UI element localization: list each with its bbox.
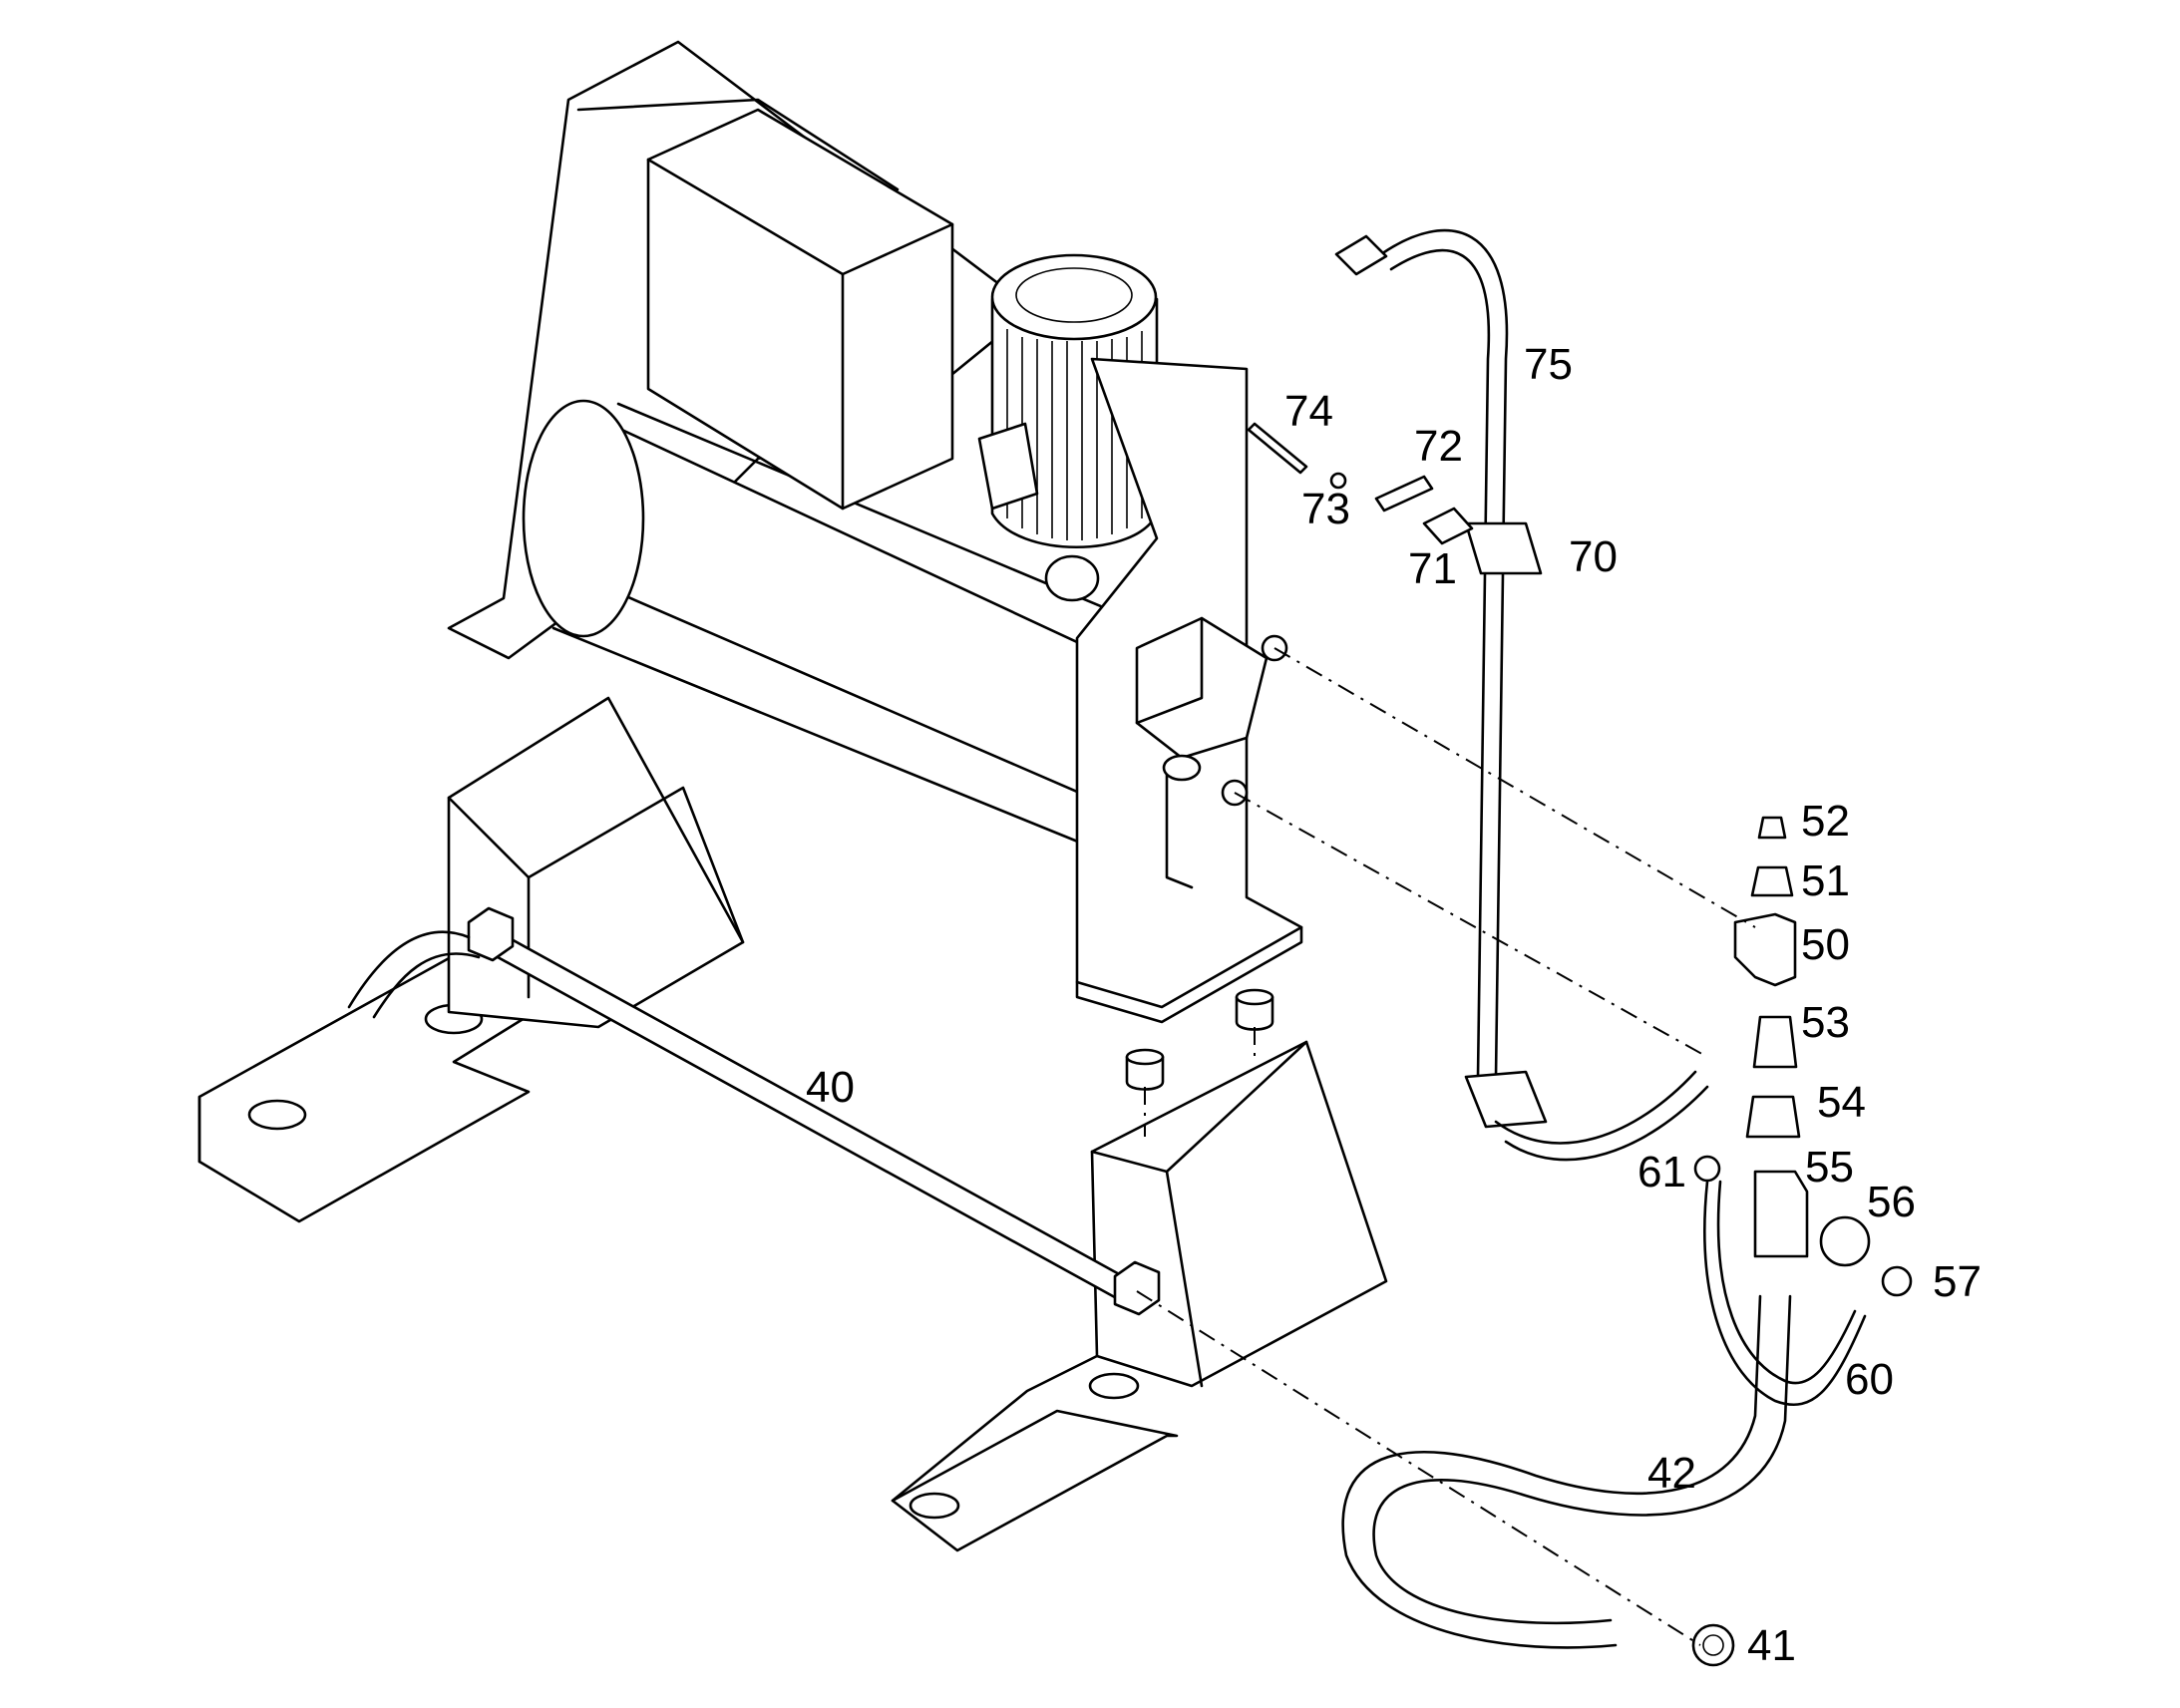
right-base-frame	[891, 1040, 1388, 1552]
callout-71: 71	[1408, 544, 1457, 593]
callout-50: 50	[1801, 920, 1850, 969]
callout-56: 56	[1867, 1178, 1916, 1226]
callout-61: 61	[1637, 1148, 1686, 1196]
callout-74: 74	[1284, 387, 1333, 436]
callout-75: 75	[1524, 340, 1573, 389]
fitting-stack	[1693, 816, 1913, 1297]
callout-73: 73	[1301, 485, 1350, 533]
return-line-75	[1334, 228, 1709, 1162]
pipe-40	[347, 906, 1161, 1316]
callout-70: 70	[1569, 532, 1618, 581]
callout-72: 72	[1414, 422, 1463, 471]
callout-53: 53	[1801, 998, 1850, 1047]
valve-mounting-bracket	[1075, 357, 1303, 1091]
left-base-frame	[197, 696, 745, 1223]
callout-labels: 75 74 72 73 71 70 52 51 50 53 54 55 61 5…	[806, 340, 1982, 1670]
callout-52: 52	[1801, 797, 1850, 846]
clamp-41	[1691, 1623, 1735, 1667]
callout-57: 57	[1933, 1257, 1982, 1306]
callout-55: 55	[1805, 1143, 1854, 1192]
callout-42: 42	[1647, 1449, 1696, 1498]
callout-54: 54	[1817, 1078, 1866, 1127]
clamp-hardware	[1247, 422, 1474, 545]
hose-42	[1341, 1180, 1867, 1649]
callout-41: 41	[1747, 1621, 1796, 1670]
callout-40: 40	[806, 1063, 855, 1112]
callout-60: 60	[1845, 1355, 1894, 1404]
unit-frame	[447, 40, 1199, 859]
callout-51: 51	[1801, 856, 1850, 905]
assembly-centerlines	[1136, 647, 1756, 1646]
